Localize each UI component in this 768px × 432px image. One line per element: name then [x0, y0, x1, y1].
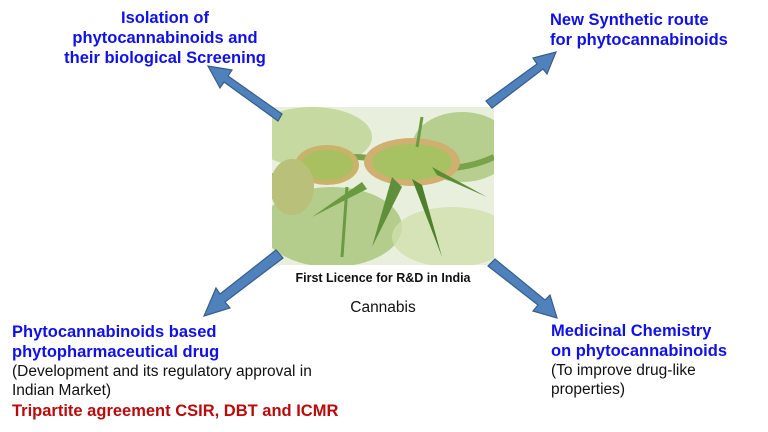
medicinal-chemistry-block: Medicinal Chemistry on phytocannabinoids…	[551, 321, 766, 399]
drug-title-line-1: Phytocannabinoids based	[12, 323, 217, 341]
phytopharmaceutical-drug-block: Phytocannabinoids based phytopharmaceuti…	[12, 322, 412, 422]
isolation-line-3: their biological Screening	[64, 49, 266, 67]
plant-name-label: Cannabis	[350, 299, 416, 316]
cannabis-photo	[272, 107, 494, 265]
isolation-line-2: phytocannabinoids and	[72, 29, 258, 47]
drug-detail-line-1: (Development and its regulatory approval…	[12, 363, 312, 380]
isolation-line-1: Isolation of	[121, 9, 209, 27]
licence-caption: First Licence for R&D in India	[295, 271, 471, 285]
arrow-up-right-icon	[485, 51, 558, 109]
medchem-detail-line-1: (To improve drug-like	[551, 362, 696, 379]
arrow-down-right-icon	[487, 258, 558, 319]
medchem-detail-line-2: properties)	[551, 381, 626, 398]
synthetic-route-block: New Synthetic route for phytocannabinoid…	[550, 10, 765, 50]
cannabis-plant-image	[272, 107, 494, 265]
medchem-title-line-2: on phytocannabinoids	[551, 342, 727, 360]
drug-detail-line-2: Indian Market)	[12, 382, 112, 399]
arrow-down-left-icon	[202, 249, 284, 317]
arrow-up-left-icon	[206, 65, 283, 122]
isolation-screening-block: Isolation of phytocannabinoids and their…	[60, 8, 270, 68]
synthetic-line-1: New Synthetic route	[550, 11, 709, 29]
medchem-title-line-1: Medicinal Chemistry	[551, 322, 712, 340]
synthetic-line-2: for phytocannabinoids	[550, 31, 728, 49]
drug-title-line-2: phytopharmaceutical drug	[12, 343, 220, 361]
tripartite-agreement-text: Tripartite agreement CSIR, DBT and ICMR	[12, 402, 339, 420]
